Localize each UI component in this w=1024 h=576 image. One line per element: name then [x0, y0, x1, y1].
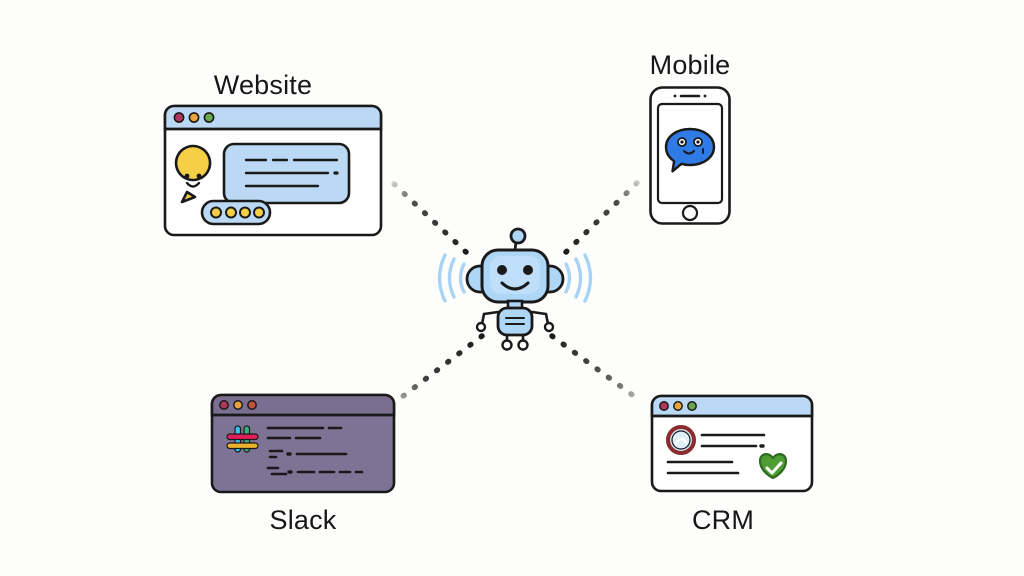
crm-maximize-dot[interactable] — [687, 401, 697, 411]
mobile-device[interactable] — [648, 85, 732, 226]
slack-logo-icon — [226, 425, 259, 453]
website-titlebar — [163, 104, 383, 131]
mobile-chat-bubble-icon — [664, 127, 716, 173]
signal-waves-right-icon — [564, 253, 593, 303]
smiley-face-icon — [174, 144, 212, 204]
crm-record-lines — [666, 433, 766, 475]
phone-camera-icon — [673, 94, 677, 98]
phone-sensor-icon — [703, 94, 707, 98]
robot-smile — [500, 281, 530, 291]
slack-message-lines — [266, 426, 364, 476]
slack-label: Slack — [269, 505, 337, 535]
crm-label: CRM — [691, 505, 755, 535]
website-window[interactable] — [163, 104, 383, 237]
website-maximize-dot[interactable] — [203, 112, 215, 123]
robot-hand-right — [543, 321, 555, 333]
crm-close-dot[interactable] — [659, 401, 669, 411]
phone-home-button[interactable] — [681, 204, 699, 222]
mobile-label: Mobile — [649, 50, 731, 80]
connector-slack — [395, 333, 485, 403]
robot-body — [496, 306, 534, 337]
slack-close-dot[interactable] — [219, 400, 229, 410]
crm-minimize-dot[interactable] — [673, 401, 683, 411]
connector-website — [389, 179, 469, 255]
robot-hand-left — [475, 321, 487, 333]
slack-window[interactable] — [210, 393, 396, 494]
robot-arms — [480, 310, 550, 326]
robot-antenna — [509, 227, 527, 252]
robot-foot-right — [517, 339, 529, 351]
crm-titlebar — [650, 394, 814, 418]
crm-window[interactable] — [650, 394, 814, 493]
website-close-dot[interactable] — [173, 112, 185, 123]
crm-contact-avatar-icon — [666, 425, 696, 455]
crm-verified-check-icon — [758, 453, 788, 480]
website-minimize-dot[interactable] — [188, 112, 200, 123]
connector-crm — [549, 333, 645, 405]
typing-indicator — [200, 199, 272, 226]
website-chat-bubble — [222, 142, 351, 218]
connector-mobile — [563, 177, 643, 255]
robot-eye-right — [523, 265, 533, 275]
slack-titlebar — [210, 393, 396, 417]
robot-eye-left — [497, 265, 507, 275]
chatbot-robot[interactable] — [437, 227, 593, 352]
robot-foot-left — [501, 339, 513, 351]
slack-minimize-dot[interactable] — [233, 400, 243, 410]
signal-waves-left-icon — [437, 253, 466, 303]
website-label: Website — [213, 70, 313, 100]
slack-maximize-dot[interactable] — [247, 400, 257, 410]
